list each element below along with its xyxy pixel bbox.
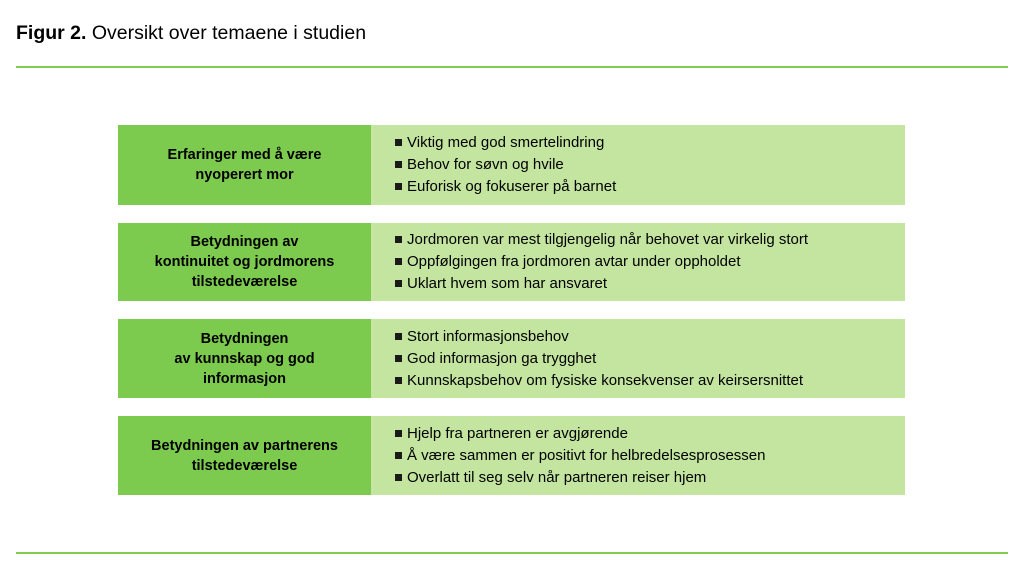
list-item: Oppfølgingen fra jordmoren avtar under o… (395, 251, 895, 273)
theme-label-cell: Betydningen av partnerens tilstedeværels… (118, 416, 371, 495)
theme-label-line: tilstedeværelse (191, 274, 298, 290)
list-item: Behov for søvn og hvile (395, 154, 895, 176)
square-bullet-icon (395, 429, 402, 437)
square-bullet-icon (395, 258, 402, 265)
theme-label-line: Betydningen av (190, 234, 299, 250)
finding-text: Behov for søvn og hvile (407, 156, 564, 173)
theme-label-line: Betydningen (200, 330, 289, 347)
theme-label-line: nyoperert mor (195, 167, 294, 183)
theme-label-cell: Betydningen av kontinuitet og jordmorens… (118, 223, 371, 301)
square-bullet-icon (395, 473, 402, 481)
theme-label-line: informasjon (203, 370, 286, 387)
list-item: God informasjon ga trygghet (395, 348, 895, 370)
finding-text: Overlatt til seg selv når partneren reis… (407, 468, 707, 486)
list-item: Viktig med god smertelindring (395, 132, 895, 154)
list-item: Jordmoren var mest tilgjengelig når beho… (395, 229, 895, 251)
list-item: Å være sammen er positivt for helbredels… (395, 445, 895, 467)
theme-label-line: av kunnskap og god (174, 350, 315, 367)
list-item: Stort informasjonsbehov (395, 326, 895, 348)
theme-label-cell: Betydningen av kunnskap og god informasj… (118, 319, 371, 398)
theme-label-line: Erfaringer med å være (167, 147, 322, 163)
theme-row: Betydningen av kontinuitet og jordmorens… (118, 223, 905, 301)
figure-caption: Oversikt over temaene i studien (91, 22, 367, 44)
square-bullet-icon (395, 332, 402, 340)
square-bullet-icon (395, 236, 402, 243)
list-item: Overlatt til seg selv når partneren reis… (395, 467, 895, 489)
theme-row: Betydningen av partnerens tilstedeværels… (118, 416, 905, 495)
theme-matrix: Erfaringer med å være nyoperert mor Vikt… (118, 125, 905, 495)
theme-row: Erfaringer med å være nyoperert mor Vikt… (118, 125, 905, 205)
theme-findings-cell: Viktig med god smertelindring Behov for … (371, 125, 905, 205)
list-item: Euforisk og fokuserer på barnet (395, 176, 895, 198)
square-bullet-icon (395, 139, 402, 146)
finding-text: Å være sammen er positivt for helbredels… (407, 446, 766, 464)
square-bullet-icon (395, 354, 402, 362)
square-bullet-icon (395, 183, 402, 190)
finding-text: Hjelp fra partneren er avgjørende (407, 424, 628, 442)
footer-divider (16, 552, 1008, 554)
square-bullet-icon (395, 451, 402, 459)
theme-findings-cell: Jordmoren var mest tilgjengelig når beho… (371, 223, 905, 301)
finding-text: Uklart hvem som har ansvaret (407, 275, 608, 292)
finding-text: Kunnskapsbehov om fysiske konsekvenser a… (407, 371, 804, 389)
square-bullet-icon (395, 161, 402, 168)
finding-text: Viktig med god smertelindring (407, 134, 605, 151)
finding-text: Oppfølgingen fra jordmoren avtar under o… (407, 253, 741, 270)
finding-text: Stort informasjonsbehov (407, 327, 569, 345)
finding-text: Euforisk og fokuserer på barnet (407, 178, 617, 195)
finding-text: Jordmoren var mest tilgjengelig når beho… (407, 231, 809, 248)
figure-number: Figur 2. (16, 22, 87, 44)
page-title: Figur 2. Oversikt over temaene i studien (16, 20, 1008, 46)
list-item: Kunnskapsbehov om fysiske konsekvenser a… (395, 370, 895, 392)
square-bullet-icon (395, 280, 402, 287)
theme-label-line: Betydningen av partnerens (151, 437, 338, 454)
theme-findings-cell: Stort informasjonsbehov God informasjon … (371, 319, 905, 398)
theme-label-cell: Erfaringer med å være nyoperert mor (118, 125, 371, 205)
finding-text: God informasjon ga trygghet (407, 349, 597, 367)
theme-row: Betydningen av kunnskap og god informasj… (118, 319, 905, 398)
square-bullet-icon (395, 376, 402, 384)
list-item: Hjelp fra partneren er avgjørende (395, 423, 895, 445)
header-divider (16, 66, 1008, 68)
theme-label-line: kontinuitet og jordmorens (154, 254, 335, 270)
theme-label-line: tilstedeværelse (191, 457, 298, 474)
list-item: Uklart hvem som har ansvaret (395, 273, 895, 295)
theme-findings-cell: Hjelp fra partneren er avgjørende Å være… (371, 416, 905, 495)
